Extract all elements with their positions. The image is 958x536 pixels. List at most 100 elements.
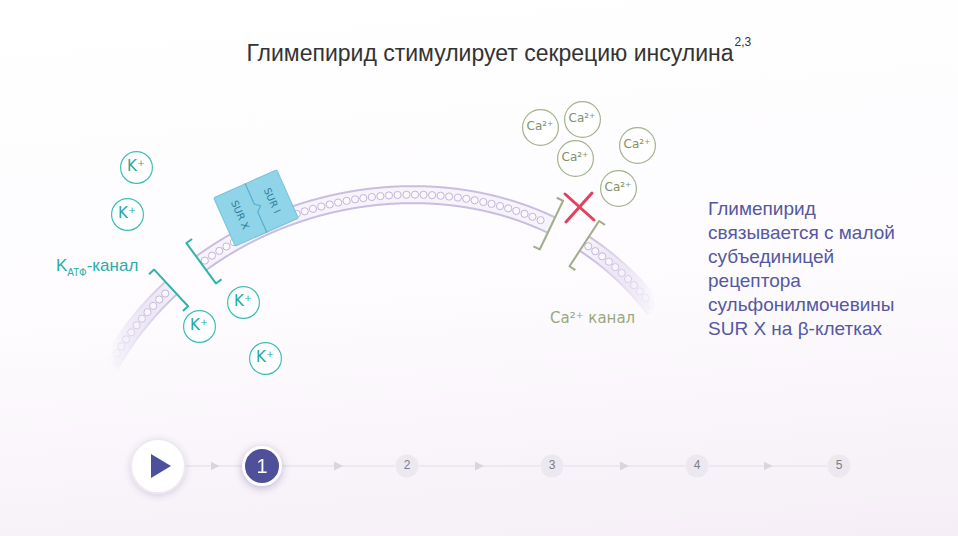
step-number: 1: [256, 455, 267, 478]
lipid-head: [138, 315, 145, 322]
lipid-head: [309, 205, 316, 212]
lipid-head: [144, 309, 151, 316]
lipid-head: [403, 191, 410, 198]
channel-label: K: [56, 255, 67, 277]
lipid-head: [301, 208, 308, 215]
lipid-head: [411, 191, 418, 198]
calcium-ion: Ca²⁺: [522, 109, 559, 146]
lipid-head: [446, 193, 453, 200]
lipid-head: [133, 322, 140, 329]
lipid-head: [109, 357, 116, 364]
step-connector: [282, 465, 395, 467]
label-holder: -канал: [87, 255, 139, 277]
calcium-ion: Ca²⁺: [600, 170, 637, 207]
step-connector: [419, 465, 540, 467]
step-connector: [709, 465, 827, 467]
node-circle: [183, 310, 215, 342]
ion-label: Ca²⁺: [624, 138, 651, 152]
lipid-head: [488, 200, 495, 207]
membrane-band: [110, 288, 171, 365]
title: Глимепирид стимулирует секрецию инсулина: [246, 38, 733, 68]
play-icon: [151, 454, 171, 478]
membrane-core: [110, 288, 171, 365]
step-marker: 3: [540, 454, 564, 478]
lipid-head: [360, 195, 367, 202]
lipid-head: [123, 336, 130, 343]
channel-label: -канал: [87, 255, 139, 277]
progress-track: [186, 465, 243, 467]
channel-label-subscript: АТФ: [67, 266, 86, 280]
lipid-head: [605, 258, 612, 265]
calcium-ion: Ca²⁺: [557, 140, 594, 177]
lipid-head: [624, 275, 631, 282]
lipid-head: [480, 198, 487, 205]
node-circle: [686, 455, 709, 478]
lipid-head: [592, 248, 599, 255]
calcium-ion: Ca²⁺: [564, 101, 601, 138]
lipid-head: [318, 203, 325, 210]
node-circle: [619, 127, 655, 163]
lipid-head: [642, 294, 649, 301]
node-circle: [541, 455, 564, 478]
lipid-head: [537, 217, 544, 224]
channel-bracket: [149, 270, 188, 311]
lipid-row: [109, 290, 169, 365]
node-circle: [600, 170, 636, 206]
lipid-head: [118, 343, 125, 350]
node-circle: [111, 198, 143, 230]
ion-label: K⁺: [127, 158, 145, 175]
potassium-ion: K⁺: [111, 198, 144, 231]
lipid-head: [113, 350, 120, 357]
potassium-ion: K⁺: [183, 310, 216, 343]
label-holder: АТФ: [67, 266, 86, 280]
ion-label: K⁺: [118, 205, 136, 222]
title-holder: Глимепирид стимулирует секрецию инсулина: [246, 38, 733, 68]
lipid-head: [223, 243, 230, 250]
lipid-head: [343, 197, 350, 204]
lipid-head: [208, 252, 215, 259]
potassium-ion: K⁺: [227, 286, 260, 319]
node-circle: [249, 342, 281, 374]
lipid-head: [150, 302, 157, 309]
lipid-head: [368, 193, 375, 200]
step-number: 5: [836, 459, 843, 473]
ion-label: K⁺: [234, 293, 252, 310]
ion-label: K⁺: [190, 317, 208, 334]
channel-bracket: [533, 198, 563, 250]
calcium-ion: Ca²⁺: [619, 127, 656, 164]
step-marker: 4: [685, 454, 709, 478]
lipid-head: [454, 194, 461, 201]
player-controls: [131, 439, 243, 493]
node-circle: [396, 455, 419, 478]
label-holder: Ca²⁺ канал: [550, 308, 635, 328]
lipid-head: [162, 290, 169, 297]
lipid-head: [128, 329, 135, 336]
membrane-band: [584, 244, 655, 310]
cross-stroke: [566, 193, 592, 222]
lipid-head: [630, 282, 637, 289]
lipid-row: [585, 243, 655, 309]
lipid-head: [394, 191, 401, 198]
lipid-head: [463, 195, 470, 202]
lipid-head: [156, 296, 163, 303]
node-rect: [214, 170, 299, 246]
lipid-head: [618, 269, 625, 276]
lipid-head: [585, 243, 592, 250]
potassium-ion: K⁺: [120, 151, 153, 184]
annotation-text: Глимепирид связывается с малой субъедини…: [708, 197, 926, 341]
step-marker: 5: [827, 454, 851, 478]
lipid-head: [335, 199, 342, 206]
ion-label: Ca²⁺: [605, 181, 632, 195]
label-holder: K: [56, 255, 67, 277]
play-button: [131, 439, 185, 493]
lipid-head: [385, 192, 392, 199]
ion-label: K⁺: [256, 349, 274, 366]
potassium-ion: K⁺: [249, 342, 282, 375]
lipid-head: [471, 197, 478, 204]
node-circle: [244, 448, 281, 485]
lipid-head: [529, 213, 536, 220]
label-holder: Глимепирид связывается с малой субъедини…: [708, 197, 926, 341]
lipid-head: [420, 191, 427, 198]
cell-membrane: [109, 191, 655, 365]
